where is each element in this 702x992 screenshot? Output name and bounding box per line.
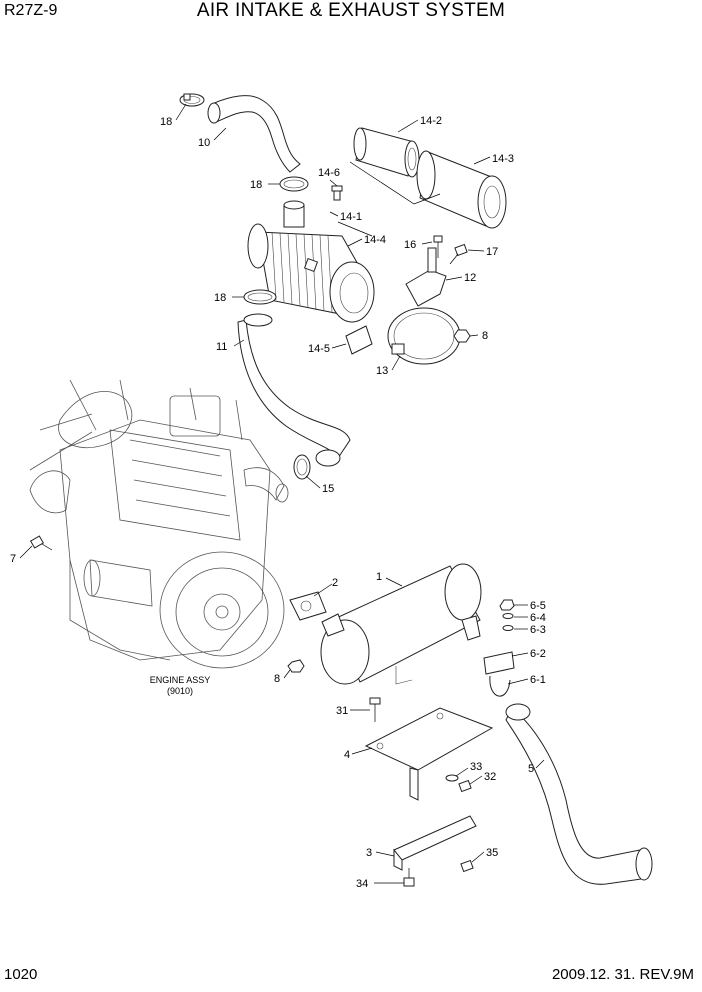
callout-14-6: 14-6 [318, 167, 340, 179]
mounting-band [387, 307, 461, 365]
hose-clamp-lower [243, 289, 277, 305]
callout-6-2: 6-2 [530, 648, 546, 660]
callout-15: 15 [322, 483, 334, 495]
callout-5: 5 [528, 763, 534, 775]
nut-8-upper [453, 329, 471, 343]
engine-ref: (9010) [167, 686, 193, 696]
hose-clamp-15 [293, 454, 311, 480]
bolt-35 [460, 859, 474, 873]
bolt-16 [433, 235, 443, 258]
engine-label: ENGINE ASSY [150, 675, 211, 685]
callout-14-3: 14-3 [492, 153, 514, 165]
air-cleaner-assembly [247, 200, 375, 323]
dust-valve [345, 325, 373, 355]
mounting-bracket [393, 815, 477, 871]
muffler [320, 563, 482, 685]
air-filter-outer-element [416, 150, 507, 229]
page-title: AIR INTAKE & EXHAUST SYSTEM [196, 0, 506, 21]
callout-18-lower: 18 [214, 292, 226, 304]
bolt-32 [458, 779, 472, 793]
callout-10: 10 [198, 137, 210, 149]
revision-date: 2009.12. 31. REV.9M [551, 966, 694, 983]
callout-14-2: 14-2 [420, 115, 442, 127]
tail-pipe [505, 703, 653, 885]
callout-14-5: 14-5 [308, 343, 330, 355]
callout-7: 7 [10, 553, 16, 565]
callout-33: 33 [470, 761, 482, 773]
callout-2: 2 [332, 577, 338, 589]
callout-6-1: 6-1 [530, 674, 546, 686]
engine-assembly [29, 379, 289, 669]
callout-6-4: 6-4 [530, 612, 546, 624]
callout-14-1: 14-1 [340, 211, 362, 223]
leader-lines [19, 103, 545, 884]
callout-17: 17 [486, 246, 498, 258]
bolt-17 [449, 243, 468, 265]
gasket [289, 591, 327, 621]
vacuum-indicator [331, 185, 343, 201]
callout-8-upper: 8 [482, 330, 488, 342]
callout-18-mid: 18 [250, 179, 262, 191]
callout-3: 3 [366, 847, 372, 859]
callout-18-top: 18 [160, 116, 172, 128]
callout-31: 31 [336, 705, 348, 717]
washer-33 [445, 774, 459, 782]
page-number: 1020 [4, 966, 38, 983]
intake-hose-lower [237, 313, 351, 467]
callout-labels: 18 10 14-2 14-3 14-6 18 14-1 14-4 16 17 … [10, 115, 546, 890]
air-filter-inner-element [353, 127, 420, 178]
hose-clamp-mid [279, 176, 309, 192]
bolt-34 [403, 868, 415, 887]
air-cleaner-bracket [405, 247, 447, 307]
callout-6-3: 6-3 [530, 624, 546, 636]
callout-4: 4 [344, 749, 350, 761]
model-code: R27Z-9 [4, 2, 58, 19]
callout-14-4: 14-4 [364, 234, 386, 246]
callout-11: 11 [216, 341, 227, 353]
exhaust-clamp-set [483, 599, 515, 697]
muffler-bracket [364, 707, 494, 801]
callout-6-5: 6-5 [530, 600, 546, 612]
callout-1: 1 [376, 571, 382, 583]
callout-12: 12 [464, 272, 476, 284]
hose-clamp-top [179, 93, 205, 107]
bolt-31 [369, 697, 381, 722]
callout-8-lower: 8 [274, 673, 280, 685]
callout-32: 32 [484, 771, 496, 783]
callout-35: 35 [486, 847, 498, 859]
callout-13: 13 [376, 365, 388, 377]
callout-34: 34 [356, 878, 368, 890]
bolt-7 [29, 535, 53, 551]
intake-hose-upper [207, 95, 301, 173]
callout-16: 16 [404, 239, 416, 251]
nut-8-lower [287, 659, 305, 673]
